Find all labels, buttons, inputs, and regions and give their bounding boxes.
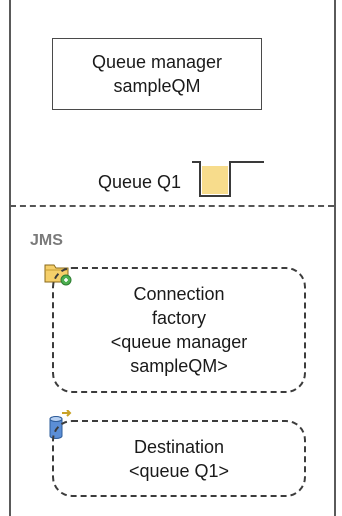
connection-factory-line: sampleQM>	[130, 356, 228, 376]
queue-manager-box: Queue manager sampleQM	[52, 38, 262, 110]
left-border-line	[9, 0, 11, 516]
connection-factory-box: Connection factory <queue manager sample…	[52, 267, 306, 393]
queue-icon	[192, 161, 264, 197]
queue-manager-title: Queue manager	[91, 52, 223, 72]
connection-factory-line: Connection	[133, 284, 225, 304]
destination-line: <queue Q1>	[128, 460, 230, 481]
connection-factory-line: <queue manager	[110, 332, 248, 352]
jms-label: JMS	[30, 232, 63, 249]
right-border-line	[334, 0, 336, 516]
destination-line: Destination	[133, 436, 225, 457]
connection-factory-line: factory	[151, 308, 206, 328]
queue-label: Queue Q1	[98, 172, 182, 192]
jms-divider	[10, 205, 334, 207]
queue-manager-name: sampleQM	[113, 76, 201, 96]
destination-box: Destination <queue Q1>	[52, 420, 306, 497]
